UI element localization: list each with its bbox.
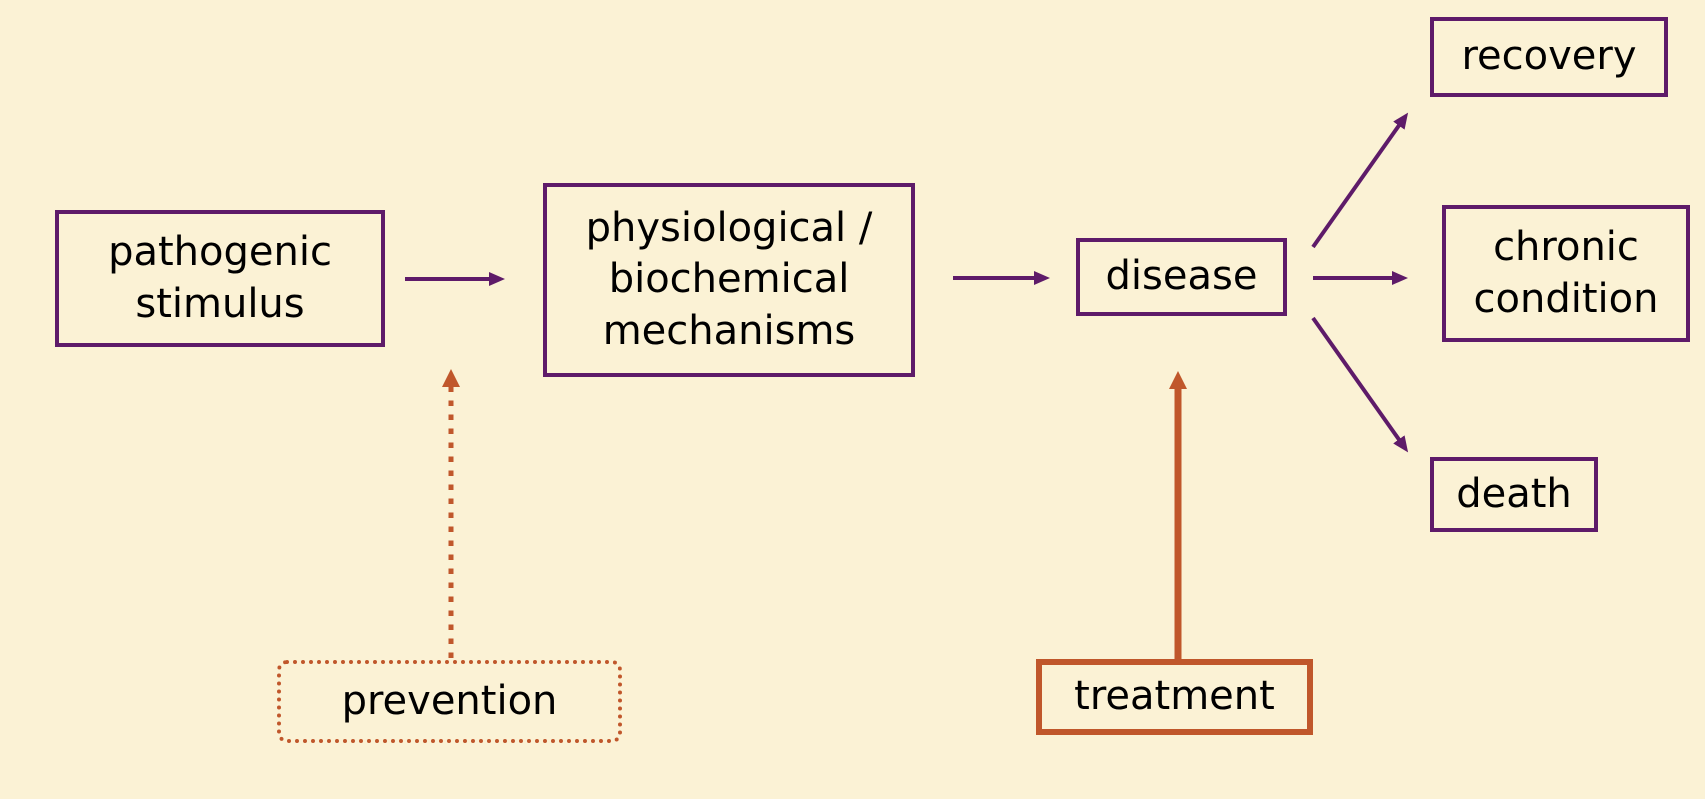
node-death-label: death xyxy=(1456,470,1572,517)
node-chronic-condition: chronic condition xyxy=(1442,205,1690,342)
node-pathogenic-stimulus: pathogenic stimulus xyxy=(55,210,385,347)
node-recovery-label: recovery xyxy=(1461,33,1637,80)
arrow-disease-to-death xyxy=(1311,316,1409,453)
arrow-disease-to-recovery xyxy=(1311,112,1409,249)
node-treatment: treatment xyxy=(1036,659,1313,735)
node-disease-label: disease xyxy=(1105,253,1258,300)
node-death: death xyxy=(1430,457,1598,532)
node-disease: disease xyxy=(1076,238,1287,316)
node-treatment-label: treatment xyxy=(1074,673,1275,720)
node-prevention-label: prevention xyxy=(341,677,558,724)
node-recovery: recovery xyxy=(1430,17,1668,97)
node-mechanisms-label: physiological / biochemical mechanisms xyxy=(585,205,873,354)
node-prevention: prevention xyxy=(277,660,622,743)
node-chronic-condition-label: chronic condition xyxy=(1473,224,1659,322)
node-pathogenic-stimulus-label: pathogenic stimulus xyxy=(108,229,332,327)
node-physiological-biochemical-mechanisms: physiological / biochemical mechanisms xyxy=(543,183,915,377)
